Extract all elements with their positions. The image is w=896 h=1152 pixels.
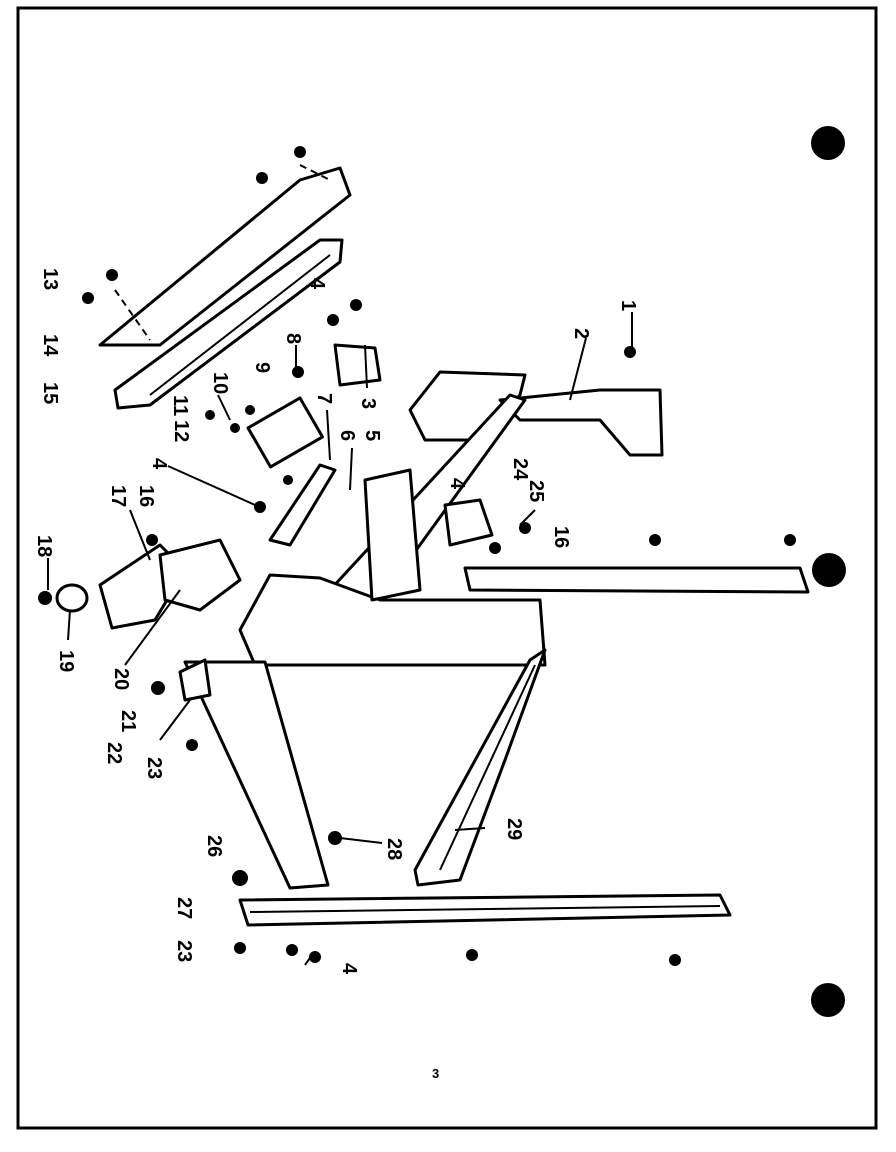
callout-10: 10 (209, 372, 231, 394)
callout-24: 24 (509, 458, 531, 481)
callout-16-right: 16 (550, 526, 572, 548)
upper-rail-assembly (98, 164, 352, 410)
page-border (16, 6, 878, 1130)
callout-3: 3 (357, 398, 379, 409)
callout-4-bottom: 4 (338, 963, 360, 975)
side-rail-right (463, 566, 810, 594)
callout-5: 5 (361, 430, 383, 441)
callout-4-right: 4 (446, 478, 468, 490)
callout-28: 28 (383, 838, 405, 860)
binder-hole-middle (812, 553, 846, 587)
callout-20: 20 (110, 668, 132, 690)
callout-6: 6 (336, 430, 358, 441)
callout-14: 14 (39, 334, 61, 357)
callout-19: 19 (55, 650, 77, 672)
slide-rail-line (249, 905, 721, 913)
binder-hole-top (811, 126, 845, 160)
callout-15: 15 (39, 382, 61, 404)
brackets (55, 343, 494, 702)
callout-22: 22 (103, 742, 125, 764)
callout-11: 11 (169, 395, 191, 416)
callout-12: 12 (170, 420, 192, 442)
page-number: 3 (432, 1066, 439, 1081)
callout-4-left: 4 (148, 458, 170, 470)
callout-16-left: 16 (135, 485, 157, 507)
callout-23-upper: 23 (143, 757, 165, 779)
callout-9: 9 (251, 362, 273, 373)
callout-21: 21 (117, 710, 139, 732)
callout-27: 27 (173, 897, 195, 919)
leader-lines (47, 312, 633, 966)
callout-2: 2 (570, 328, 592, 339)
binder-hole-bottom (811, 983, 845, 1017)
callout-8: 8 (282, 333, 304, 344)
callout-7: 7 (313, 393, 335, 404)
front-panel (183, 660, 330, 890)
callout-17: 17 (107, 485, 129, 507)
callout-26: 26 (203, 835, 225, 857)
callout-13: 13 (39, 268, 61, 290)
callout-23-lower: 23 (173, 940, 195, 962)
callout-25: 25 (525, 480, 547, 502)
callout-1: 1 (617, 300, 639, 311)
main-frame (238, 370, 664, 887)
callout-18: 18 (33, 535, 55, 557)
callout-4-top: 4 (306, 278, 328, 290)
callout-29: 29 (503, 818, 525, 840)
callouts: 1 2 3 4 4 4 4 4 5 6 7 8 9 10 11 12 13 14… (33, 268, 639, 975)
fasteners (38, 146, 796, 966)
